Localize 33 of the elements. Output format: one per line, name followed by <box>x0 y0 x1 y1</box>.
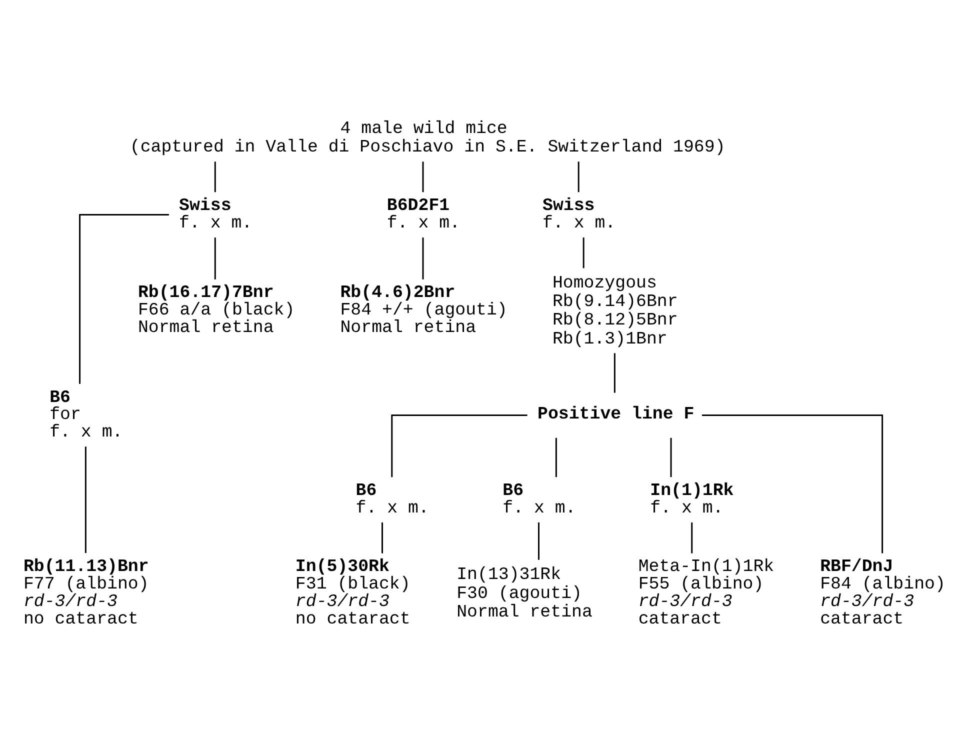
connector <box>538 522 540 560</box>
node-text: 4 male wild mice (captured in Valle di Poschiavo in S.E. Switzerland 1969) <box>130 118 726 158</box>
node-text: In(1)1Rk f. x m. <box>650 481 734 519</box>
node-text: B6 f. x m. <box>356 481 429 519</box>
connector <box>214 238 216 280</box>
connector <box>382 522 383 554</box>
node-text: Rb(4.6)2Bnr F84 +/+ (agouti) Normal retina <box>340 283 508 338</box>
node-text: Swiss f. x m. <box>179 196 252 234</box>
connector <box>391 414 528 478</box>
connector <box>214 162 216 192</box>
node-text: Swiss f. x m. <box>542 196 616 234</box>
connector <box>422 238 424 280</box>
node-text: B6 for f. x m. <box>50 388 123 443</box>
node-text: Homozygous Rb(9.14)6Bnr Rb(8.12)5Bnr Rb(1.3)1Bnr <box>552 273 678 350</box>
connector <box>582 238 584 268</box>
connector <box>79 214 169 384</box>
node-text: In(5)30Rk F31 (black) rd-3/rd-3 no cataract <box>295 557 410 630</box>
connector <box>84 446 86 554</box>
connector <box>578 162 580 192</box>
node-text: Positive line F <box>538 404 694 425</box>
node-text: B6 f. x m. <box>502 481 576 519</box>
node-text: Meta-In(1)1Rk F55 (albino) rd-3/rd-3 cataract <box>638 557 774 630</box>
connector <box>614 353 616 393</box>
connector <box>422 162 424 192</box>
node-text: Rb(16.17)7Bnr F66 a/a (black) Normal retina <box>138 283 295 338</box>
connector <box>555 438 557 478</box>
node-text: RBF/DnJ F84 (albino) rd-3/rd-3 cataract <box>820 557 946 630</box>
connector <box>670 438 672 478</box>
node-text: Rb(11.13)Bnr F77 (albino) rd-3/rd-3 no cataract <box>23 557 149 630</box>
node-text: In(13)31Rk F30 (agouti) Normal retina <box>456 565 592 622</box>
connector <box>702 414 884 554</box>
connector <box>691 522 693 554</box>
node-text: B6D2F1 f. x m. <box>386 196 460 234</box>
